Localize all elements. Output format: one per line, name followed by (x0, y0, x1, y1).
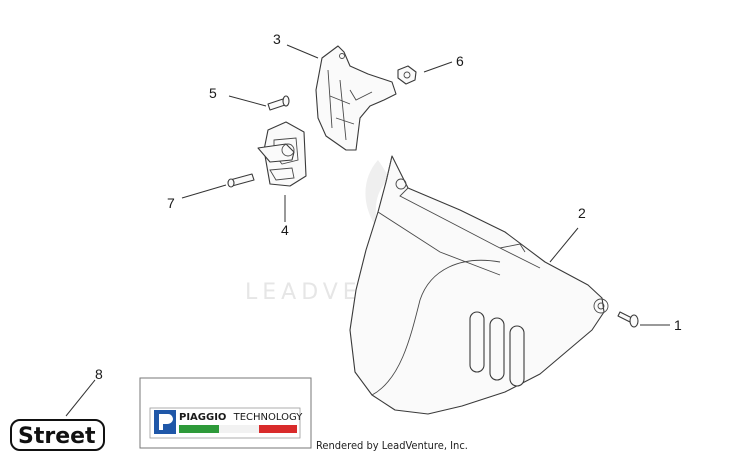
part-9-piaggio-plate[interactable]: PIAGGIO TECHNOLOGY PIAGGIO (139, 377, 312, 449)
callout-8: 8 (95, 366, 103, 382)
part-7-screw[interactable] (227, 173, 255, 188)
part-5-screw[interactable] (267, 95, 290, 111)
svg-text:PIAGGIO TECHNOLOGY: PIAGGIO TECHNOLOGY (179, 412, 303, 423)
piaggio-small-text: PIAGGIO (155, 434, 170, 438)
render-credit: Rendered by LeadVenture, Inc. (316, 439, 468, 452)
part-1-screw[interactable] (617, 311, 639, 328)
leader-lines (65, 44, 670, 417)
callout-4: 4 (281, 222, 289, 238)
piaggio-tech-text: TECHNOLOGY (233, 412, 304, 423)
part-8-street-logo[interactable]: Street (10, 419, 105, 451)
street-logo-text: Street (18, 424, 96, 449)
callout-6: 6 (456, 53, 464, 69)
flag-red-stripe (259, 425, 297, 433)
callout-5: 5 (209, 85, 217, 101)
part-2-cover[interactable] (349, 155, 609, 415)
callout-1: 1 (674, 317, 682, 333)
piaggio-brand-text: PIAGGIO (179, 412, 226, 423)
piaggio-logo-icon (154, 410, 176, 434)
flag-green-stripe (179, 425, 219, 433)
callout-7: 7 (167, 195, 175, 211)
part-3-bracket[interactable] (315, 45, 397, 151)
callout-3: 3 (273, 31, 281, 47)
callout-2: 2 (578, 205, 586, 221)
part-4-latch[interactable] (257, 121, 307, 187)
part-6-nut[interactable] (397, 65, 417, 85)
flag-white-stripe (219, 425, 259, 433)
